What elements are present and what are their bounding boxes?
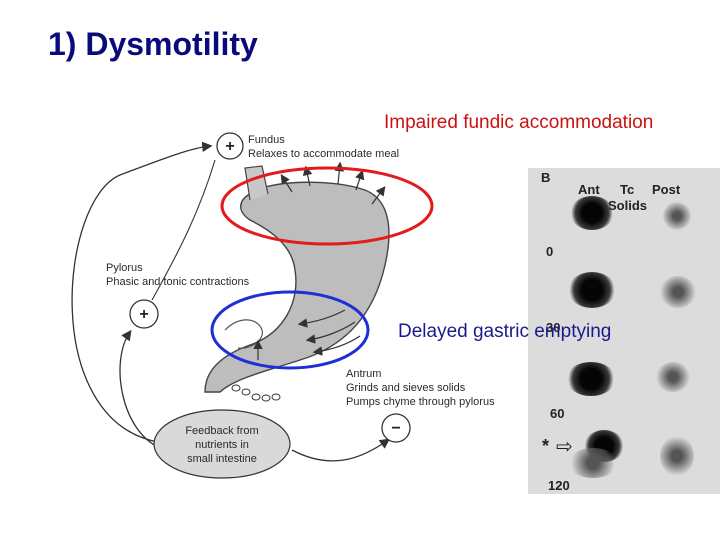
antrum-arrow <box>297 309 346 328</box>
pylorus-to-fundus-line <box>151 159 216 301</box>
pylorus-title: Pylorus <box>106 262 143 274</box>
fundus-desc: Relaxes to accommodate meal <box>248 148 399 160</box>
feedback-ellipse <box>153 409 291 479</box>
scan-blob <box>660 276 696 308</box>
scan-blob <box>568 448 618 478</box>
scan-header-solids: Solids <box>608 198 648 213</box>
feedback-loop-pylorus <box>119 329 161 449</box>
pylorus-plus-circle <box>129 299 159 329</box>
fundus-plus-circle <box>216 132 244 160</box>
emptying-callout: Delayed gastric emptying <box>398 321 612 342</box>
scan-arrow-icon: ⇨ <box>556 436 573 458</box>
scan-panel-letter: B <box>541 170 551 185</box>
feedback-line-3: small intestine <box>187 453 257 465</box>
scan-time-30: 30 <box>546 320 561 335</box>
fundus-highlight-ellipse <box>220 166 434 246</box>
antrum-minus-sign: − <box>391 420 400 437</box>
antrum-line-2: Pumps chyme through pylorus <box>346 396 495 408</box>
feedback-line-1: Feedback from <box>185 425 258 437</box>
antrum-highlight-ellipse <box>210 290 370 370</box>
scan-blob <box>663 202 691 230</box>
feedback-loop-outer <box>71 141 213 443</box>
fundus-arrow <box>302 165 313 187</box>
scan-time-0: 0 <box>546 244 554 259</box>
scan-time-120: 120 <box>548 478 570 493</box>
pylorus-fold <box>224 319 263 349</box>
scan-blob <box>656 362 690 392</box>
scan-blob <box>566 362 616 396</box>
antrum-arrow <box>305 321 356 344</box>
chyme-particle <box>251 393 261 401</box>
scan-header-post: Post <box>652 182 681 197</box>
fundus-arrow <box>371 186 386 205</box>
chyme-particle <box>231 384 241 392</box>
scan-time-60: 60 <box>550 406 565 421</box>
pylorus-desc: Phasic and tonic contractions <box>106 276 250 288</box>
scan-blob <box>568 272 616 308</box>
pylorus-plus-sign: + <box>139 306 148 323</box>
chyme-particle <box>271 393 281 401</box>
antrum-title: Antrum <box>346 368 381 380</box>
scan-header-ant: Ant <box>578 182 600 197</box>
antrum-arrow <box>312 335 361 356</box>
scan-blob <box>660 436 694 476</box>
fundus-arrow <box>280 173 293 193</box>
fundus-title: Fundus <box>248 134 285 146</box>
fundic-callout: Impaired fundic accommodation <box>384 112 654 133</box>
antrum-minus-circle <box>381 413 411 443</box>
scintigraphy-panel: B Ant Tc Post Solids 0 30 60 * ⇨ 120 <box>528 168 720 494</box>
scan-header-tc: Tc <box>620 182 635 197</box>
stomach-body <box>204 181 390 393</box>
chyme-particle <box>241 388 251 396</box>
fundus-plus-sign: + <box>225 138 234 155</box>
chyme-particle <box>261 394 271 402</box>
slide-title: 1) Dysmotility <box>48 26 258 62</box>
scan-marker: * <box>542 436 550 456</box>
antrum-line-1: Grinds and sieves solids <box>346 382 466 394</box>
scan-blob <box>570 196 614 230</box>
feedback-line-2: nutrients in <box>195 439 249 451</box>
fundus-arrow <box>355 169 365 191</box>
feedback-loop-antrum <box>291 438 391 462</box>
